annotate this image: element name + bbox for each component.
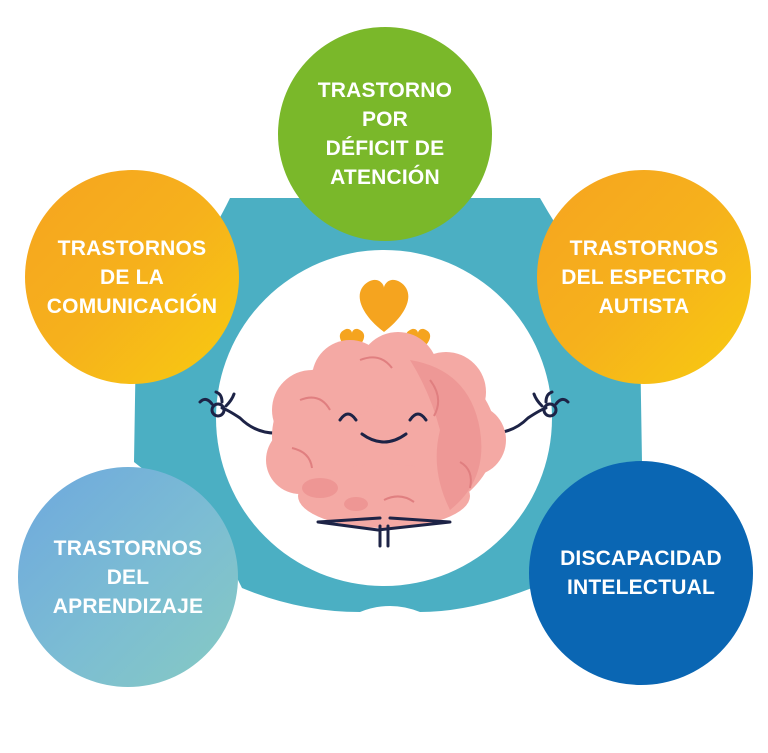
right-hand-icon <box>532 390 570 418</box>
brain-icon <box>266 332 506 528</box>
legs <box>316 516 452 532</box>
left-hand-icon <box>198 390 236 418</box>
topic-bubble-comunicacion: TRASTORNOS DE LA COMUNICACIÓN <box>25 170 239 384</box>
right-eye <box>408 412 428 422</box>
topic-label: DISCAPACIDAD INTELECTUAL <box>560 547 722 599</box>
topic-label: TRASTORNOS DEL APRENDIZAJE <box>52 536 204 618</box>
topic-bubble-discapacidad: DISCAPACIDAD INTELECTUAL <box>529 461 753 685</box>
topic-bubble-aprendizaje: TRASTORNOS DEL APRENDIZAJE <box>18 467 238 687</box>
topic-bubble-tdah: TRASTORNO POR DÉFICIT DE ATENCIÓN <box>278 27 492 241</box>
topic-label: TRASTORNO POR DÉFICIT DE ATENCIÓN <box>317 79 453 189</box>
smile <box>360 432 408 444</box>
heart-icon <box>359 279 409 332</box>
topic-label: TRASTORNOS DEL ESPECTRO AUTISTA <box>561 236 727 318</box>
left-eye <box>338 412 358 422</box>
topic-bubble-autismo: TRASTORNOS DEL ESPECTRO AUTISTA <box>537 170 751 384</box>
topic-label: TRASTORNOS DE LA COMUNICACIÓN <box>46 236 218 318</box>
feet <box>378 524 390 548</box>
